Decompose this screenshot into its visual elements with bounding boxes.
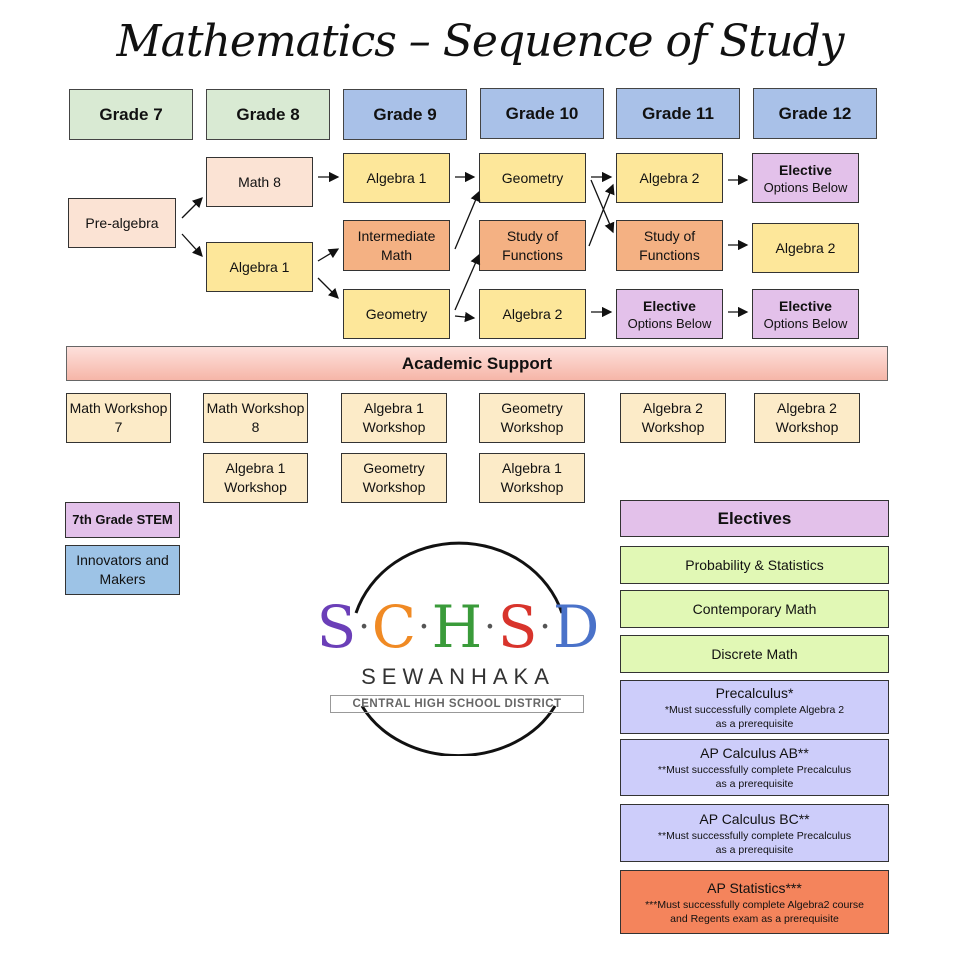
elective-note: and Regents exam as a prerequisite <box>670 912 839 925</box>
elective-name: AP Statistics*** <box>707 879 802 896</box>
logo-ring <box>354 541 564 756</box>
workshop: Math Workshop 8 <box>203 393 308 443</box>
elective-ap-statistics: AP Statistics*** ***Must successfully co… <box>620 870 889 934</box>
arrow-intermediate-geometry <box>454 190 481 250</box>
arrow-alg1-intermediate <box>317 248 340 262</box>
elective-title: Elective <box>779 297 832 314</box>
workshop: Algebra 1 Workshop <box>341 393 447 443</box>
course-algebra-2-g11: Algebra 2 <box>616 153 723 203</box>
elective-precalculus: Precalculus* *Must successfully complete… <box>620 680 889 734</box>
logo-letter: H <box>431 593 483 661</box>
workshop: Algebra 1 Workshop <box>479 453 585 503</box>
stem-box: 7th Grade STEM <box>65 502 180 538</box>
course-geometry-g10: Geometry <box>479 153 586 203</box>
workshop: Geometry Workshop <box>341 453 447 503</box>
elective-note: as a prerequisite <box>715 778 794 790</box>
logo-letter: S <box>316 593 357 661</box>
elective-subtitle: Options Below <box>763 315 848 331</box>
elective-note: as a prerequisite <box>715 843 794 856</box>
grade-7-header: Grade 7 <box>69 89 193 140</box>
logo-letter: D <box>552 593 600 661</box>
elective-note: **Must successfully complete Precalculus <box>657 829 852 842</box>
workshop: Geometry Workshop <box>479 393 585 443</box>
course-study-functions-g10: Study of Functions <box>479 220 586 271</box>
elective-name: AP Calculus AB** <box>700 745 809 761</box>
elective-note: *Must successfully complete Algebra 2 <box>664 703 845 716</box>
grade-9-header: Grade 9 <box>343 89 467 140</box>
logo-letters: S · C · H · S · D <box>300 592 616 662</box>
logo-dot: · <box>418 606 430 648</box>
arrow-functions-alg2-g11 <box>588 183 615 247</box>
grade-10-header: Grade 10 <box>480 88 604 139</box>
workshop: Algebra 2 Workshop <box>754 393 860 443</box>
innovators-box: Innovators and Makers <box>65 545 180 595</box>
elective-ap-calc-bc: AP Calculus BC** **Must successfully com… <box>620 804 889 862</box>
arrow-geometry-functions <box>454 253 481 311</box>
workshop: Algebra 1 Workshop <box>203 453 308 503</box>
electives-header: Electives <box>620 500 889 537</box>
course-algebra-1-g8: Algebra 1 <box>206 242 313 292</box>
course-algebra-2-g10: Algebra 2 <box>479 289 586 339</box>
elective-title: Elective <box>779 161 832 178</box>
logo-dot: · <box>358 606 370 648</box>
logo-letter: C <box>371 593 417 661</box>
arrow-geometry-functions-g11 <box>590 179 615 234</box>
elective-note: ***Must successfully complete Algebra2 c… <box>645 898 864 911</box>
elective-subtitle: Options Below <box>763 179 848 195</box>
arrow-prealg-alg1 <box>181 233 203 257</box>
schsd-logo: S · C · H · S · D SEWANHAKA CENTRAL HIGH… <box>300 538 616 756</box>
course-elective-g11: Elective Options Below <box>616 289 723 339</box>
course-algebra-1-g9: Algebra 1 <box>343 153 450 203</box>
grade-11-header: Grade 11 <box>616 88 740 139</box>
elective-name: Precalculus* <box>715 684 794 701</box>
elective-simple: Probability & Statistics <box>620 546 889 584</box>
course-math-8: Math 8 <box>206 157 313 207</box>
elective-ap-calc-ab: AP Calculus AB** **Must successfully com… <box>620 739 889 796</box>
course-algebra-2-g12: Algebra 2 <box>752 223 859 273</box>
course-geometry-g9: Geometry <box>343 289 450 339</box>
elective-name: AP Calculus BC** <box>699 810 810 827</box>
course-intermediate-math: Intermediate Math <box>343 220 450 271</box>
workshop: Algebra 2 Workshop <box>620 393 726 443</box>
elective-simple: Contemporary Math <box>620 590 889 628</box>
academic-support-bar: Academic Support <box>66 346 888 381</box>
grade-12-header: Grade 12 <box>753 88 877 139</box>
logo-dot: · <box>539 606 551 648</box>
course-study-functions-g11: Study of Functions <box>616 220 723 271</box>
elective-note: **Must successfully complete Precalculus <box>657 764 852 776</box>
arrow-alg1-geometry <box>317 277 339 299</box>
elective-simple: Discrete Math <box>620 635 889 673</box>
arrow-prealg-math8 <box>181 197 203 219</box>
elective-subtitle: Options Below <box>627 315 712 331</box>
page-title: Mathematics – Sequence of Study <box>116 16 845 67</box>
arrow-geometry-alg2 <box>454 311 476 323</box>
elective-note: as a prerequisite <box>715 717 794 730</box>
course-elective-g12-top: Elective Options Below <box>752 153 859 203</box>
elective-title: Elective <box>643 297 696 314</box>
workshop: Math Workshop 7 <box>66 393 171 443</box>
course-pre-algebra: Pre-algebra <box>68 198 176 248</box>
grade-8-header: Grade 8 <box>206 89 330 140</box>
logo-letter: S <box>497 593 538 661</box>
logo-name: SEWANHAKA <box>361 664 555 689</box>
logo-district: CENTRAL HIGH SCHOOL DISTRICT <box>330 695 584 713</box>
course-elective-g12-bottom: Elective Options Below <box>752 289 859 339</box>
logo-dot: · <box>484 606 496 648</box>
